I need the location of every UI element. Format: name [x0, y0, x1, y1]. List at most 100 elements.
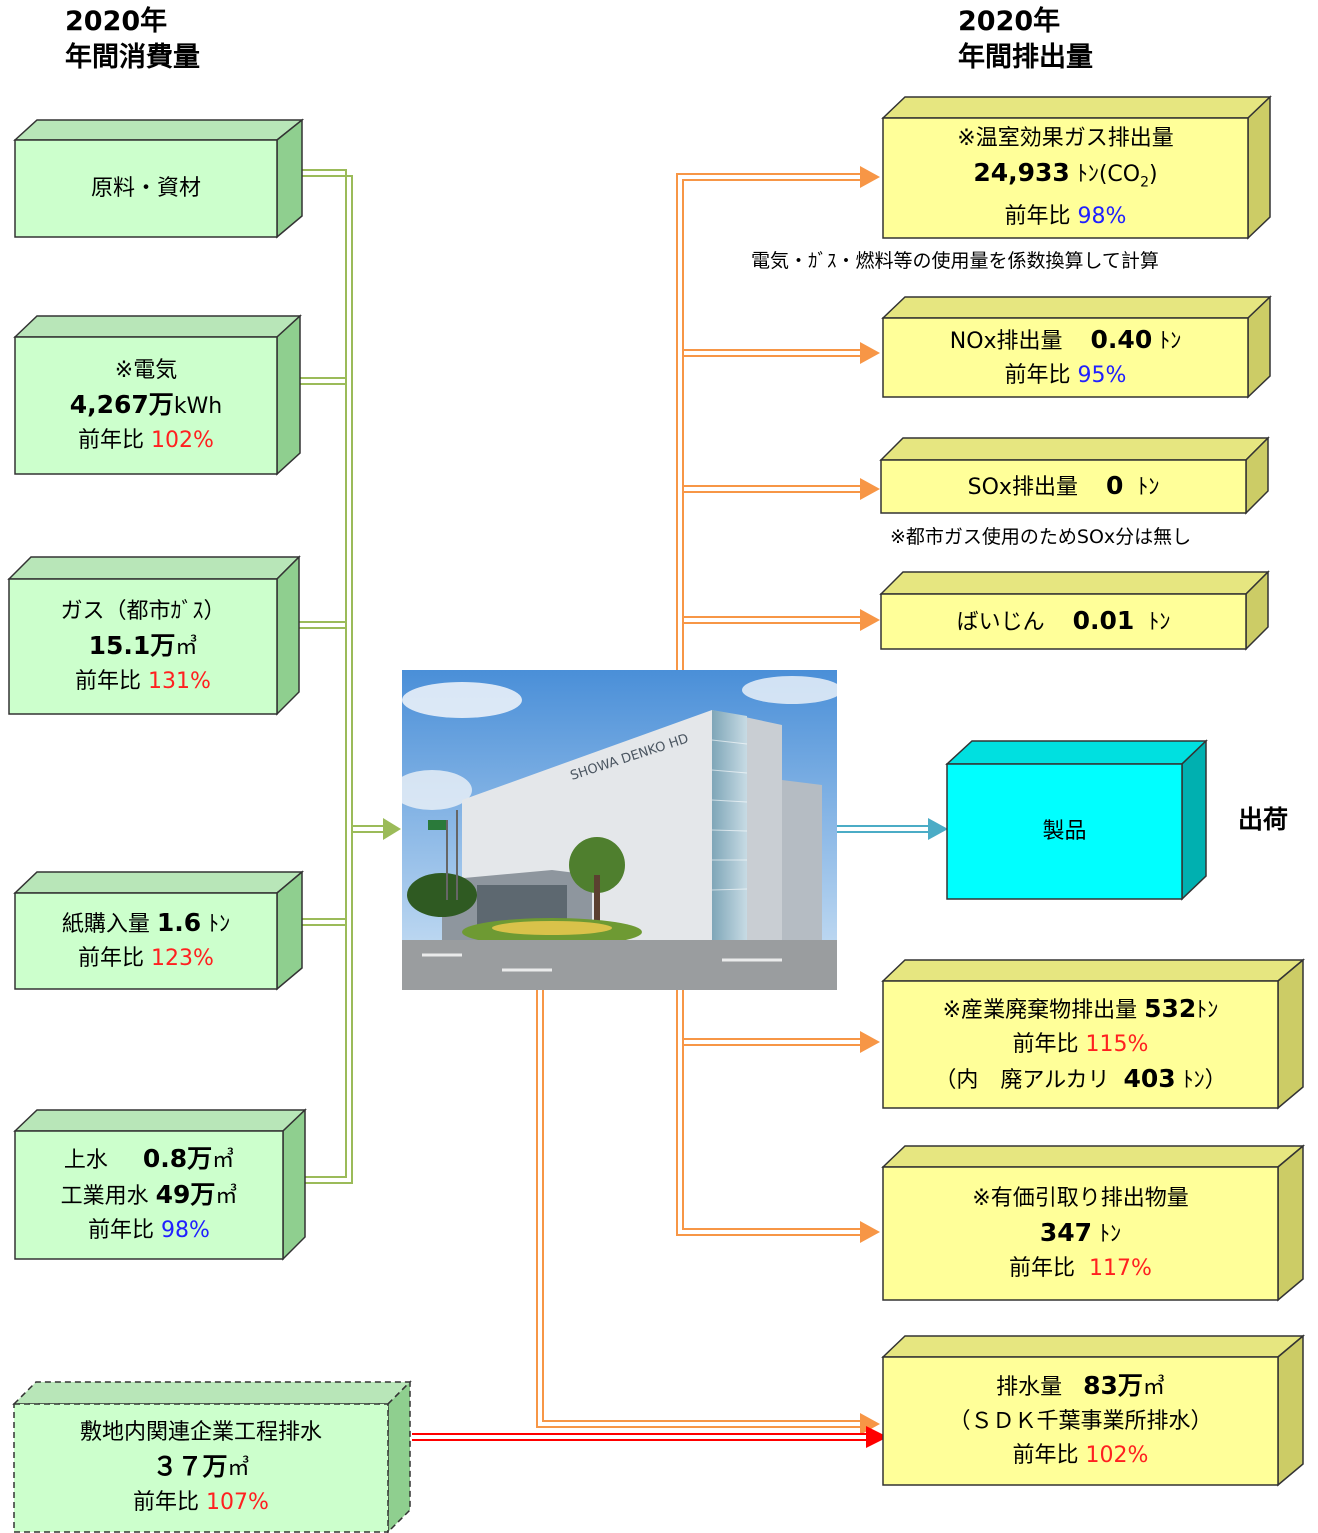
nox-box: NOx排出量 0.40 ﾄﾝ 前年比 95%: [883, 318, 1248, 397]
box-nox-shape: [881, 295, 1272, 399]
related-ratio: 107%: [206, 1490, 269, 1515]
drainage-amount: 83万: [1083, 1371, 1143, 1400]
related-unit: ㎥: [227, 1456, 250, 1481]
electricity-title: ※電気: [114, 357, 178, 383]
arrowhead-valuable: [860, 1221, 880, 1243]
box-materials-shape: [13, 118, 305, 239]
water-unit-2: ㎥: [215, 1184, 238, 1209]
arrowhead-sox: [860, 478, 880, 500]
ghg-note: 電気・ｶﾞｽ・燃料等の使用量を係数換算して計算: [751, 250, 1159, 272]
input-arrowhead: [383, 818, 401, 840]
gas-ratio-label: 前年比: [75, 668, 142, 694]
waste-inner-unit: ﾄﾝ）: [1182, 1067, 1227, 1093]
drainage-unit: ㎥: [1142, 1375, 1165, 1400]
box-related-shape: [12, 1380, 412, 1533]
sox-unit: ﾄﾝ: [1137, 474, 1160, 500]
paper-label: 紙購入量: [61, 912, 150, 937]
electricity-unit: kWh: [173, 393, 223, 419]
materials-label: 原料・資材: [90, 175, 201, 201]
nox-unit: ﾄﾝ: [1159, 328, 1182, 354]
box-electricity-shape: [13, 314, 302, 476]
factory-photo: SHOWA DENKO HD: [402, 670, 837, 990]
water-amount-1: 0.8万: [142, 1144, 213, 1173]
arrowhead-product: [928, 818, 948, 840]
arrowhead-waste: [860, 1031, 880, 1053]
valuable-box: ※有価引取り排出物量 347 ﾄﾝ 前年比 117%: [883, 1167, 1278, 1300]
factory-photo-drawing: SHOWA DENKO HD: [402, 670, 837, 990]
gas-title: ガス（都市ｶﾞｽ）: [60, 598, 226, 624]
related-title: 敷地内関連企業工程排水: [79, 1420, 322, 1445]
right-header-year: 2020年: [958, 6, 1061, 37]
drainage-ratio: 102%: [1085, 1443, 1149, 1468]
shipping-label: 出荷: [1238, 805, 1289, 834]
right-header: 2020年 年間排出量: [958, 4, 1093, 76]
gas-ratio: 131%: [148, 668, 211, 694]
left-header: 2020年 年間消費量: [65, 4, 200, 76]
waste-ratio: 115%: [1085, 1031, 1149, 1057]
nox-label: NOx排出量: [949, 328, 1063, 354]
dust-label: ばいじん: [956, 609, 1045, 635]
ghg-unit-close: ): [1149, 162, 1158, 188]
drainage-sub: （ＳＤＫ千葉事業所排水）: [948, 1409, 1213, 1434]
materials-box: 原料・資材: [15, 140, 277, 237]
ghg-amount: 24,933: [973, 158, 1070, 188]
nox-ratio-label: 前年比: [1004, 362, 1071, 388]
box-sox-shape: [879, 436, 1270, 515]
water-unit-1: ㎥: [212, 1148, 235, 1173]
box-dust-shape: [879, 570, 1270, 651]
waste-inner-amount: 403: [1123, 1063, 1176, 1093]
electricity-box: ※電気 4,267万kWh 前年比 102%: [15, 337, 277, 474]
water-ratio: 98%: [161, 1218, 210, 1243]
drainage-label: 排水量: [996, 1375, 1063, 1400]
related-box: 敷地内関連企業工程排水 ３７万㎥ 前年比 107%: [14, 1404, 388, 1532]
water-label-1: 上水: [63, 1148, 108, 1173]
dust-box: ばいじん 0.01 ﾄﾝ: [881, 594, 1246, 649]
ghg-unit: ﾄﾝ(CO: [1076, 162, 1141, 188]
box-paper-shape: [13, 870, 305, 991]
electricity-ratio-label: 前年比: [78, 427, 145, 453]
sox-amount: 0: [1105, 470, 1124, 500]
ghg-ratio-label: 前年比: [1004, 203, 1071, 229]
waste-unit: ﾄﾝ: [1196, 997, 1219, 1023]
waste-box: ※産業廃棄物排出量 532ﾄﾝ 前年比 115% （内 廃アルカリ 403 ﾄﾝ…: [883, 981, 1278, 1108]
left-header-year: 2020年: [65, 6, 168, 37]
sox-note: ※都市ガス使用のためSOx分は無し: [890, 526, 1192, 548]
dust-amount: 0.01: [1072, 605, 1135, 635]
related-drainage-connector: [412, 1433, 868, 1441]
electricity-amount: 4,267万: [69, 389, 174, 419]
valuable-ratio: 117%: [1089, 1255, 1152, 1281]
related-ratio-label: 前年比: [133, 1490, 200, 1515]
arrowhead-related: [866, 1426, 888, 1448]
box-drainage-shape: [881, 1334, 1306, 1487]
gas-amount: 15.1万: [88, 630, 176, 660]
sox-box: SOx排出量 0 ﾄﾝ: [881, 460, 1246, 513]
paper-ratio: 123%: [151, 946, 214, 971]
box-gas-shape: [7, 555, 301, 716]
arrowhead-nox: [860, 342, 880, 364]
drainage-ratio-label: 前年比: [1012, 1443, 1079, 1468]
product-connector: [837, 825, 930, 833]
gas-box: ガス（都市ｶﾞｽ） 15.1万㎥ 前年比 131%: [9, 579, 277, 714]
left-header-title: 年間消費量: [65, 42, 200, 73]
waste-inner-label: （内 廃アルカリ: [934, 1067, 1110, 1093]
drainage-box: 排水量 83万㎥ （ＳＤＫ千葉事業所排水） 前年比 102%: [883, 1357, 1278, 1485]
paper-unit: ﾄﾝ: [208, 912, 231, 937]
box-water-shape: [13, 1108, 307, 1261]
valuable-title: ※有価引取り排出物量: [972, 1185, 1189, 1211]
waste-ratio-label: 前年比: [1012, 1031, 1079, 1057]
paper-ratio-label: 前年比: [78, 946, 145, 971]
box-valuable-shape: [881, 1144, 1306, 1302]
water-ratio-label: 前年比: [88, 1218, 155, 1243]
ghg-ratio: 98%: [1077, 203, 1127, 229]
valuable-amount: 347: [1039, 1217, 1093, 1247]
gas-unit: ㎥: [175, 634, 198, 660]
ghg-unit-sub: 2: [1140, 174, 1150, 191]
water-label-2: 工業用水: [60, 1184, 149, 1209]
product-box: 製品: [947, 764, 1182, 899]
emission-connectors: [676, 173, 862, 670]
valuable-unit: ﾄﾝ: [1099, 1221, 1122, 1247]
sox-label: SOx排出量: [967, 474, 1078, 500]
box-ghg-shape: [881, 95, 1272, 240]
waste-connectors: [536, 990, 862, 1428]
paper-box: 紙購入量 1.6 ﾄﾝ 前年比 123%: [15, 893, 277, 989]
